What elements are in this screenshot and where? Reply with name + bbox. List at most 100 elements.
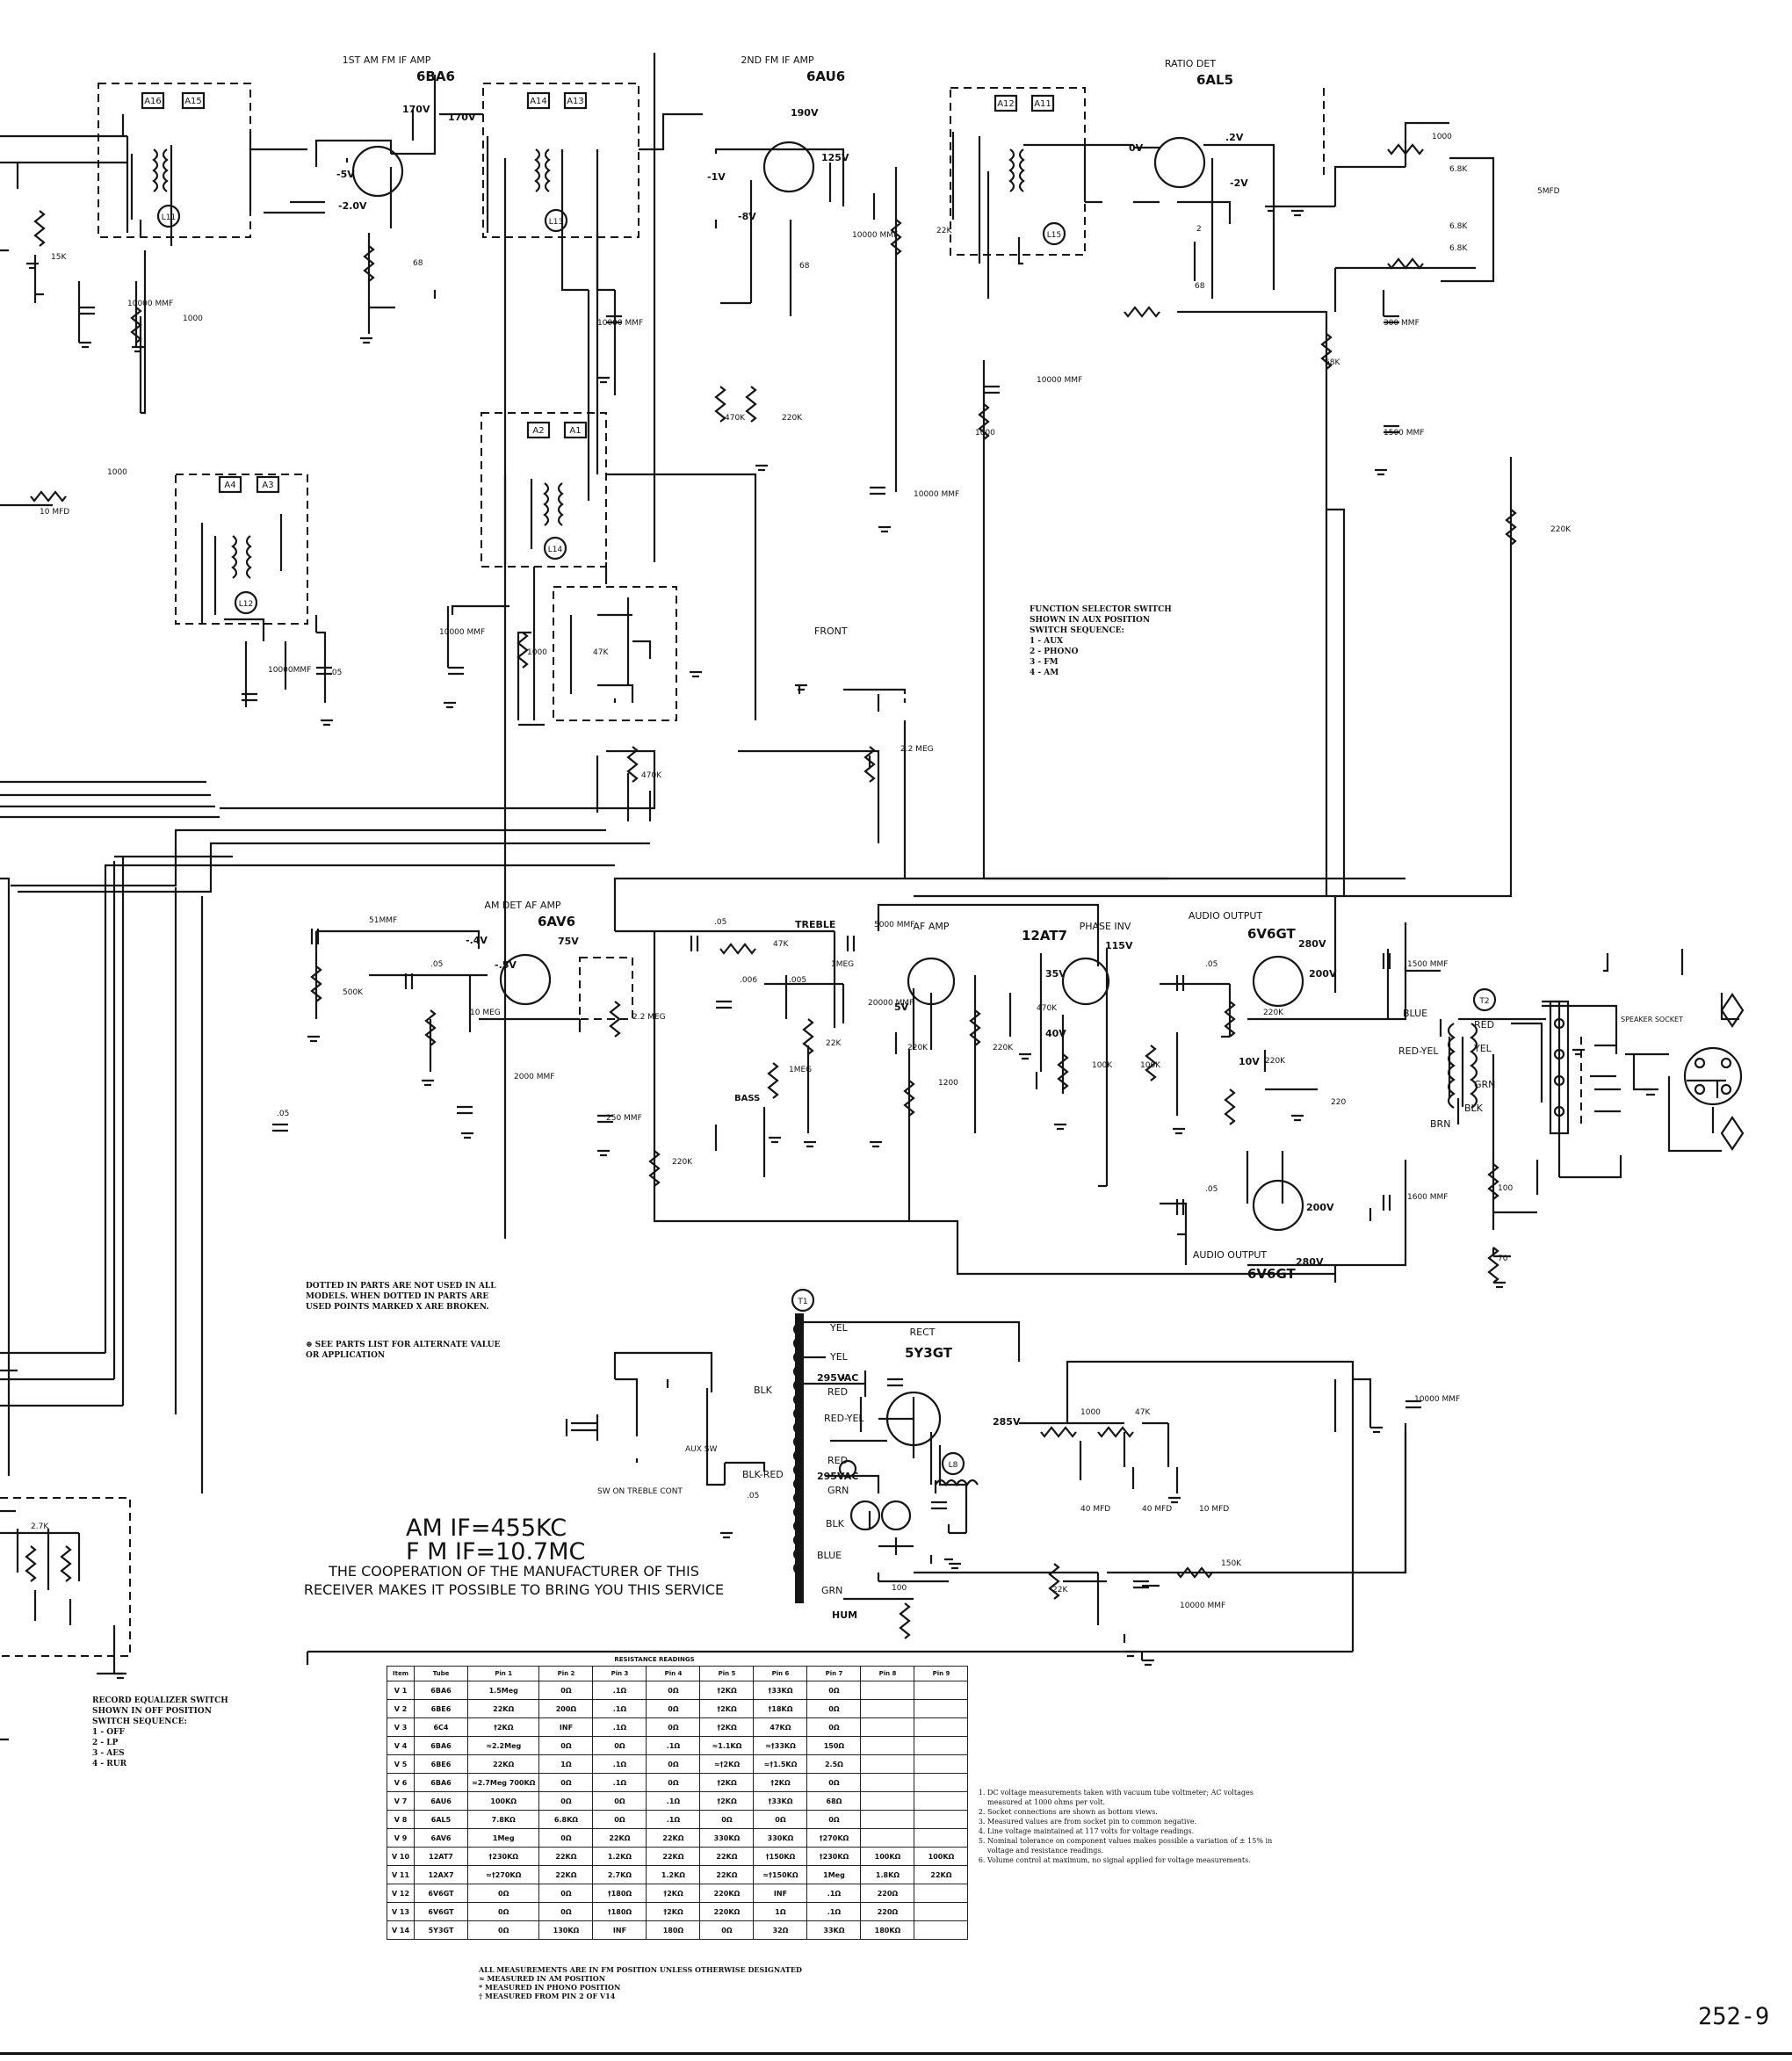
component-value: 22K: [1052, 1586, 1068, 1595]
resistance-cell: V 13: [387, 1902, 415, 1921]
resistance-column-header: Pin 9: [914, 1666, 969, 1681]
component-value: 47K: [773, 940, 789, 949]
component-value: 470K: [725, 414, 746, 423]
component-value: .05: [1205, 1185, 1218, 1194]
transformer-tag-box: [141, 91, 165, 110]
tube-function-label: RECT: [910, 1327, 936, 1338]
resistance-cell: ≈1.1KΩ: [699, 1736, 755, 1755]
component-value: 6.8K: [1449, 244, 1468, 253]
tube-v12-symbol: [1252, 955, 1304, 1008]
resistance-cell: 0Ω: [592, 1736, 647, 1755]
component-value: 68: [413, 259, 423, 268]
resistance-cell: 0Ω: [538, 1791, 594, 1811]
resistance-cell: †270KΩ: [806, 1828, 862, 1848]
component-value: 10000 MMF: [439, 628, 485, 637]
wire-color-label: GRN: [827, 1485, 849, 1496]
component-value: 2000 MMF: [514, 1073, 554, 1081]
voltage-label: 115V: [1105, 940, 1133, 951]
resistance-column-header: Pin 2: [538, 1666, 594, 1681]
resistance-cell: 0Ω: [806, 1718, 862, 1737]
voltage-label: 0V: [1129, 142, 1144, 154]
tube-type-label: 12AT7: [1022, 928, 1067, 944]
resistance-cell: 100KΩ: [466, 1791, 540, 1811]
component-value: 470K: [1037, 1004, 1058, 1013]
speaker-socket-label: SPEAKER SOCKET: [1621, 1016, 1683, 1023]
resistance-cell: 130KΩ: [538, 1920, 594, 1940]
transformer-tag: A13: [567, 97, 584, 106]
measurement-note: DC voltage measurements taken with vacuu…: [987, 1788, 1277, 1807]
coil-reference-circle: [941, 1451, 965, 1476]
resistance-cell: V 10: [387, 1847, 415, 1866]
resistance-cell: 6C4: [414, 1718, 468, 1737]
tube-function-label: 1ST AM FM IF AMP: [343, 54, 431, 66]
component-value: 47K: [1135, 1408, 1151, 1417]
component-value: 68K: [1325, 358, 1340, 367]
component-value: 2.2 MEG: [632, 1013, 666, 1022]
resistance-cell: 220KΩ: [699, 1884, 755, 1903]
coil-reference: L14: [548, 546, 563, 554]
resistance-cell: 100KΩ: [860, 1847, 915, 1866]
fm-if-text: F M IF=10.7MC: [406, 1538, 585, 1566]
resistance-cell: 32Ω: [753, 1920, 808, 1940]
resistance-cell: 22KΩ: [538, 1847, 594, 1866]
resistance-cell: 0Ω: [538, 1681, 594, 1700]
resistance-cell: [914, 1681, 969, 1700]
wire-color-label: BLK: [754, 1385, 773, 1396]
transformer-tag-box: [218, 475, 242, 494]
wire-color-label: BLUE: [1403, 1008, 1427, 1019]
resistance-cell: 6BA6: [414, 1681, 468, 1700]
coil-reference-circle: [156, 204, 181, 228]
resistance-cell: 47KΩ: [753, 1718, 808, 1737]
resistance-cell: V 1: [387, 1681, 415, 1700]
voltage-label: 5V: [894, 1002, 909, 1013]
coil-reference-circle: [543, 536, 567, 560]
tube-function-label: RATIO DET: [1165, 58, 1216, 69]
bass-label: BASS: [734, 1094, 760, 1103]
voltage-label: 40V: [1045, 1028, 1066, 1039]
resistance-cell: [860, 1791, 915, 1811]
wire-color-label: BLK: [826, 1518, 845, 1529]
resistance-cell: 0Ω: [699, 1920, 755, 1940]
component-value: 100K: [1140, 1061, 1161, 1070]
resistance-cell: [860, 1828, 915, 1848]
tube-v10-symbol: [907, 957, 956, 1006]
resistance-cell: [914, 1810, 969, 1829]
voltage-label: -2.0V: [338, 200, 367, 212]
resistance-cell: 330KΩ: [753, 1828, 808, 1848]
resistance-cell: [914, 1754, 969, 1774]
resistance-cell: 0Ω: [646, 1773, 701, 1792]
resistance-cell: †2KΩ: [699, 1699, 755, 1718]
component-value: 1600 MMF: [1407, 1193, 1448, 1202]
voltage-label: 280V: [1296, 1256, 1324, 1268]
resistance-cell: †180Ω: [592, 1884, 647, 1903]
resistance-cell: .1Ω: [592, 1718, 647, 1737]
resistance-cell: 0Ω: [592, 1791, 647, 1811]
voltage-label: 75V: [558, 936, 579, 947]
resistance-cell: 6BE6: [414, 1754, 468, 1774]
resistance-cell: 6AV6: [414, 1828, 468, 1848]
component-value: 470K: [641, 771, 662, 780]
component-value: .05: [277, 1110, 289, 1118]
am-if-text: AM IF=455KC: [406, 1515, 567, 1542]
coil-reference: L15: [1047, 231, 1061, 240]
resistance-cell: [914, 1884, 969, 1903]
component-value: 15K: [51, 253, 67, 262]
resistance-cell: 1Meg: [806, 1865, 862, 1884]
measurement-note: Measured values are from socket pin to c…: [987, 1817, 1277, 1826]
tube-function-label: AUDIO OUTPUT: [1193, 1249, 1268, 1261]
transformer-tag: A15: [184, 97, 202, 106]
resistance-cell: 12AX7: [414, 1865, 468, 1884]
resistance-column-header: Tube: [414, 1666, 468, 1681]
resistance-cell: 68Ω: [806, 1791, 862, 1811]
voltage-label: 125V: [821, 152, 849, 163]
resistance-column-header: Pin 6: [753, 1666, 808, 1681]
resistance-cell: 0Ω: [699, 1810, 755, 1829]
resistance-cell: 0Ω: [646, 1754, 701, 1774]
wire-color-label: RED: [827, 1455, 848, 1466]
transformer-tag: A3: [262, 481, 273, 490]
resistance-cell: †2KΩ: [753, 1773, 808, 1792]
component-value: 1000: [183, 315, 203, 323]
